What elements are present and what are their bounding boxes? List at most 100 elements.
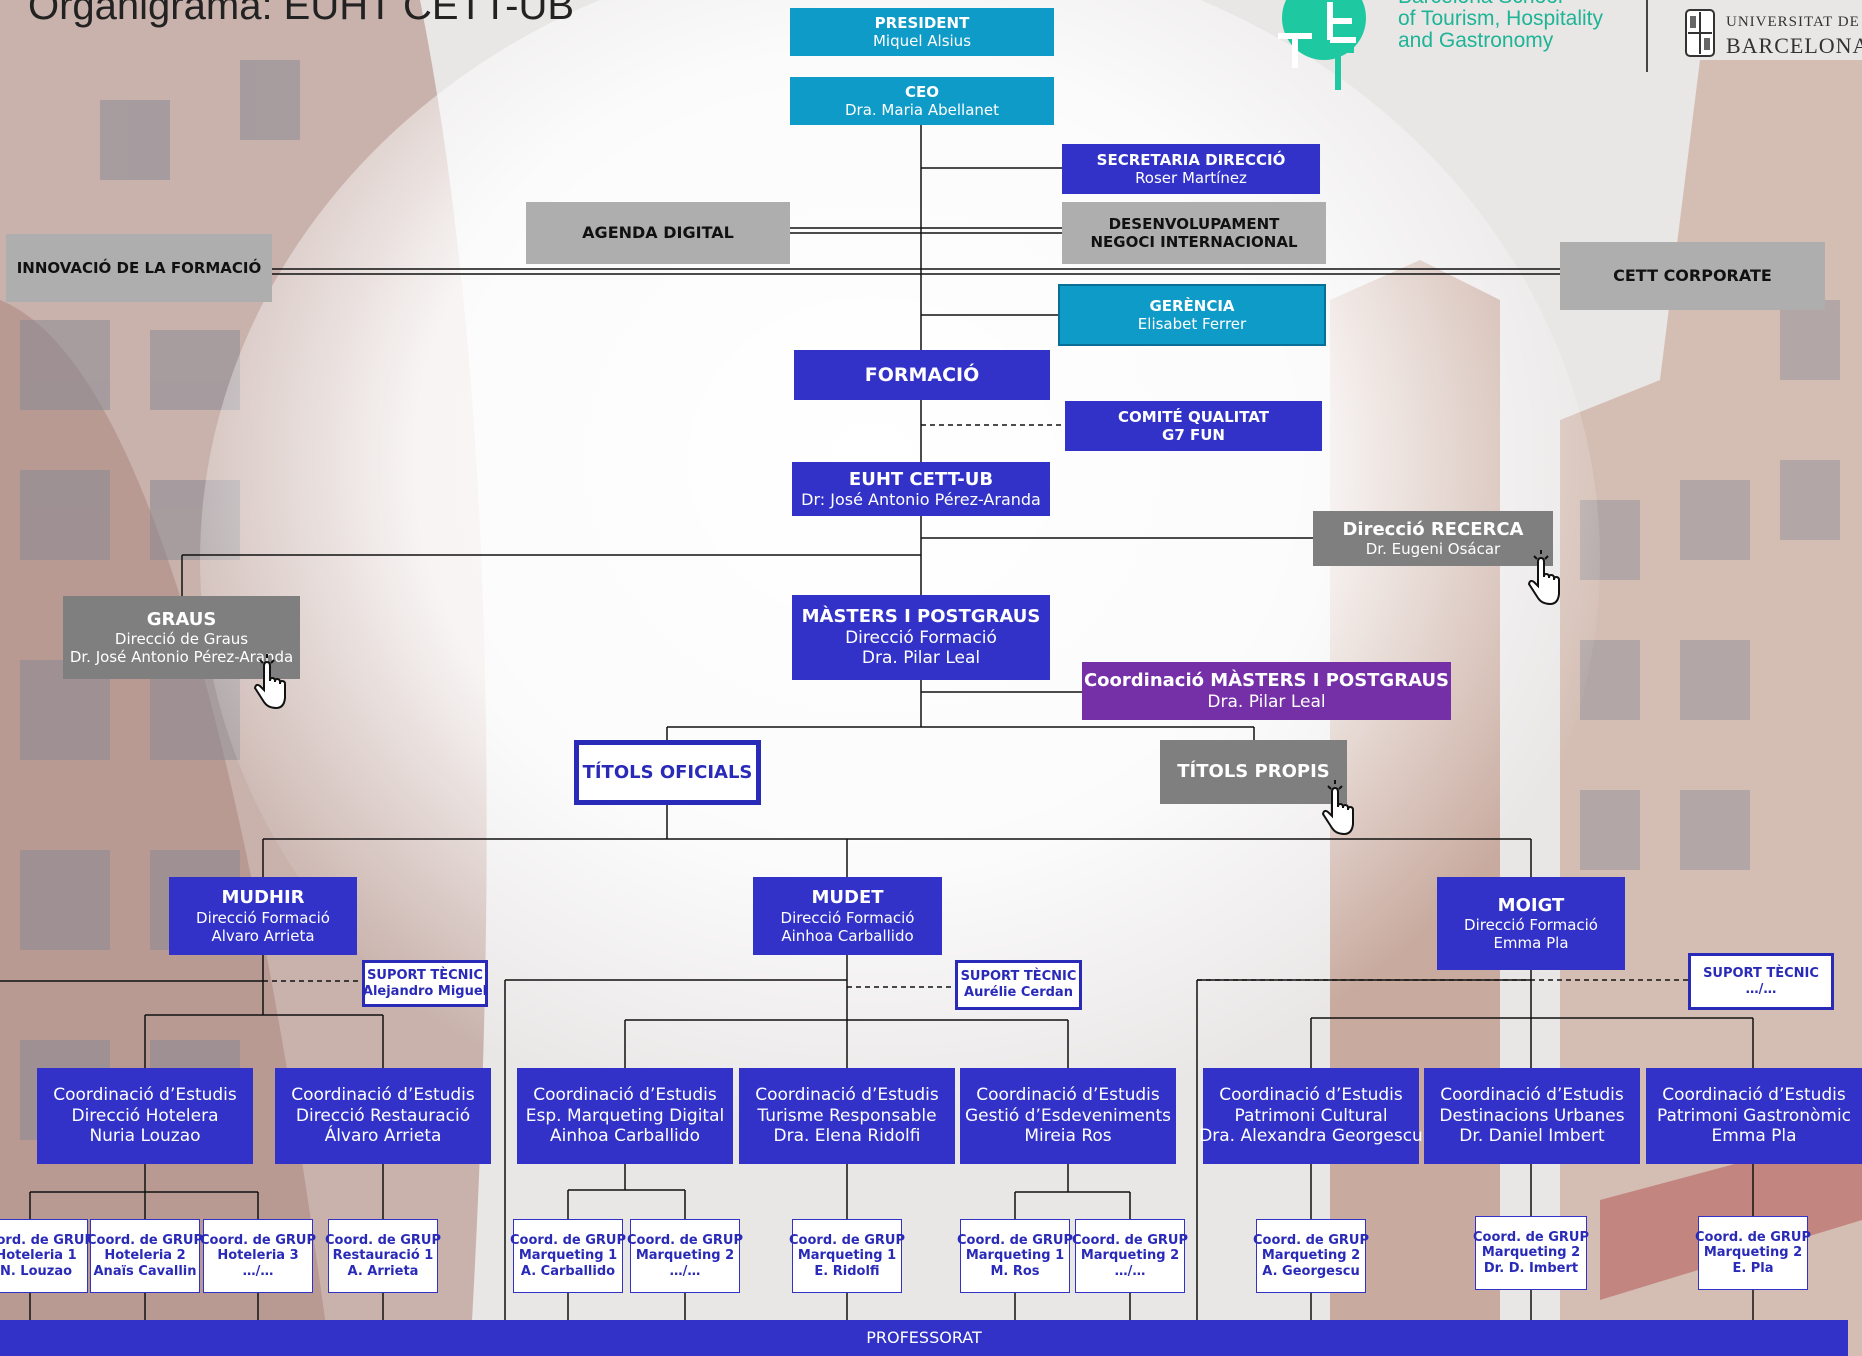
mudhir-title: MUDHIR <box>221 887 305 909</box>
coord-grup-subject: Marqueting 1 <box>797 1248 897 1264</box>
coord-estudis-label: Coordinació d’Estudis <box>533 1085 717 1106</box>
coord-grup-marqueting-2-mudet[interactable]: Coord. de GRUP Marqueting 2 …/… <box>627 1219 743 1293</box>
suport-tecnic-moigt[interactable]: SUPORT TÈCNIC …/… <box>1688 953 1834 1010</box>
moigt-box[interactable]: MOIGT Direcció Formació Emma Pla <box>1437 877 1625 970</box>
coord-grup-marqueting-2-imbert[interactable]: Coord. de GRUP Marqueting 2 Dr. D. Imber… <box>1473 1216 1589 1290</box>
suport-tecnic-mudet[interactable]: SUPORT TÈCNIC Aurélie Cerdan <box>955 960 1082 1010</box>
hand-pointer-icon[interactable] <box>1320 778 1356 838</box>
coord-estudis-name: Mireia Ros <box>1024 1126 1112 1147</box>
coord-grup-marqueting-1-ridolfi[interactable]: Coord. de GRUP Marqueting 1 E. Ridolfi <box>789 1219 905 1293</box>
coord-estudis-name: Nuria Louzao <box>89 1126 201 1147</box>
coord-estudis-turisme-responsable[interactable]: Coordinació d’Estudis Turisme Responsabl… <box>739 1068 955 1164</box>
gerencia-title: GERÈNCIA <box>1149 297 1235 315</box>
mudet-box[interactable]: MUDET Direcció Formació Ainhoa Carballid… <box>753 877 942 955</box>
moigt-subtitle: Direcció Formació <box>1464 916 1598 935</box>
coord-estudis-marqueting-digital[interactable]: Coordinació d’Estudis Esp. Marqueting Di… <box>517 1068 733 1164</box>
innovacio-box[interactable]: INNOVACIÓ DE LA FORMACIÓ <box>6 234 272 302</box>
coord-grup-subject: Hoteleria 1 <box>0 1248 77 1264</box>
coord-grup-label: Coord. de GRUP <box>789 1232 905 1248</box>
comite-qualitat-box[interactable]: COMITÉ QUALITAT G7 FUN <box>1065 401 1322 451</box>
coord-grup-subject: Marqueting 1 <box>965 1248 1065 1264</box>
masters-box[interactable]: MÀSTERS I POSTGRAUS Direcció Formació Dr… <box>792 595 1050 680</box>
suport-1-title: SUPORT TÈCNIC <box>367 967 483 983</box>
titols-propis-box[interactable]: TÍTOLS PROPIS <box>1160 740 1347 804</box>
graus-name: Dr. José Antonio Pérez-Aranda <box>69 648 294 667</box>
gerencia-box[interactable]: GERÈNCIA Elisabet Ferrer <box>1058 284 1326 346</box>
president-title: PRESIDENT <box>874 14 970 32</box>
suport-2-name: Aurélie Cerdan <box>964 985 1073 1000</box>
ceo-title: CEO <box>904 83 939 101</box>
coord-grup-label: Coord. de GRUP <box>1072 1232 1188 1248</box>
graus-box[interactable]: GRAUS Direcció de Graus Dr. José Antonio… <box>63 596 300 679</box>
coord-grup-marqueting-2-pla[interactable]: Coord. de GRUP Marqueting 2 E. Pla <box>1695 1216 1811 1290</box>
coord-estudis-label: Coordinació d’Estudis <box>1440 1085 1624 1106</box>
coord-grup-subject: Marqueting 2 <box>635 1248 735 1264</box>
coord-grup-hoteleria-1[interactable]: Coord. de GRUP Hoteleria 1 N. Louzao <box>0 1219 94 1293</box>
comite-line-1: COMITÉ QUALITAT <box>1118 408 1269 426</box>
coord-grup-hoteleria-3[interactable]: Coord. de GRUP Hoteleria 3 …/… <box>200 1219 316 1293</box>
coord-grup-name: E. Pla <box>1732 1260 1774 1276</box>
coord-estudis-destinacions-urbanes[interactable]: Coordinació d’Estudis Destinacions Urban… <box>1424 1068 1640 1164</box>
suport-tecnic-mudhir[interactable]: SUPORT TÈCNIC Alejandro Miguel <box>362 960 488 1007</box>
page-title: Organigrama: EUHT CETT-UB <box>28 0 575 28</box>
suport-1-name: Alejandro Miguel <box>362 983 488 999</box>
euht-name: Dr: José Antonio Pérez-Aranda <box>801 490 1041 510</box>
coord-grup-name: Dr. D. Imbert <box>1483 1260 1579 1276</box>
recerca-box[interactable]: Direcció RECERCA Dr. Eugeni Osácar <box>1313 511 1553 566</box>
logo-line-1: Barcelona School <box>1398 0 1603 8</box>
desenvolupament-box[interactable]: DESENVOLUPAMENT NEGOCI INTERNACIONAL <box>1062 202 1326 264</box>
coord-grup-subject: Hoteleria 2 <box>104 1248 186 1264</box>
coord-estudis-program: Patrimoni Cultural <box>1234 1105 1388 1126</box>
coord-grup-name: N. Louzao <box>0 1263 73 1279</box>
euht-title: EUHT CETT-UB <box>848 468 994 490</box>
agenda-digital-box[interactable]: AGENDA DIGITAL <box>526 202 790 264</box>
coord-grup-label: Coord. de GRUP <box>325 1232 441 1248</box>
coord-grup-name: Anaïs Cavallin <box>93 1263 197 1279</box>
coord-estudis-direccio-hotelera[interactable]: Coordinació d’Estudis Direcció Hotelera … <box>37 1068 253 1164</box>
coord-grup-name: A. Arrieta <box>347 1263 419 1279</box>
coord-estudis-label: Coordinació d’Estudis <box>1662 1085 1846 1106</box>
euht-box[interactable]: EUHT CETT-UB Dr: José Antonio Pérez-Aran… <box>792 462 1050 516</box>
hand-pointer-icon[interactable] <box>1526 548 1562 608</box>
mudhir-box[interactable]: MUDHIR Direcció Formació Alvaro Arrieta <box>169 877 357 955</box>
titols-oficials-box[interactable]: TÍTOLS OFICIALS <box>574 740 761 805</box>
comite-line-2: G7 FUN <box>1162 426 1225 444</box>
secretaria-box[interactable]: SECRETARIA DIRECCIÓ Roser Martínez <box>1062 144 1320 194</box>
coord-grup-marqueting-2-georgescu[interactable]: Coord. de GRUP Marqueting 2 A. Georgescu <box>1253 1219 1369 1293</box>
mudhir-name: Alvaro Arrieta <box>211 926 315 945</box>
coord-grup-label: Coord. de GRUP <box>1695 1229 1811 1245</box>
formacio-box[interactable]: FORMACIÓ <box>794 350 1050 400</box>
coord-estudis-name: Emma Pla <box>1711 1126 1797 1147</box>
masters-subtitle: Direcció Formació <box>845 627 997 648</box>
professorat-bar[interactable]: PROFESSORAT <box>0 1320 1848 1356</box>
hand-pointer-icon[interactable] <box>252 652 288 712</box>
logo-divider <box>1646 0 1648 72</box>
formacio-title: FORMACIÓ <box>864 363 980 386</box>
coord-grup-hoteleria-2[interactable]: Coord. de GRUP Hoteleria 2 Anaïs Cavalli… <box>87 1219 203 1293</box>
secretaria-title: SECRETARIA DIRECCIÓ <box>1096 151 1286 169</box>
coord-estudis-name: Álvaro Arrieta <box>324 1126 442 1147</box>
coord-estudis-direccio-restauracio[interactable]: Coordinació d’Estudis Direcció Restaurac… <box>275 1068 491 1164</box>
coord-estudis-program: Esp. Marqueting Digital <box>525 1105 725 1126</box>
coord-estudis-gestio-esdeveniments[interactable]: Coordinació d’Estudis Gestió d’Esdevenim… <box>960 1068 1176 1164</box>
coord-grup-marqueting-1-ros[interactable]: Coord. de GRUP Marqueting 1 M. Ros <box>957 1219 1073 1293</box>
coord-masters-box[interactable]: Coordinació MÀSTERS I POSTGRAUS Dra. Pil… <box>1082 662 1451 720</box>
university-line-1: UNIVERSITAT DE <box>1726 14 1860 30</box>
cett-corporate-box[interactable]: CETT CORPORATE <box>1560 242 1825 310</box>
coord-estudis-patrimoni-gastronomic[interactable]: Coordinació d’Estudis Patrimoni Gastronò… <box>1646 1068 1862 1164</box>
coord-estudis-label: Coordinació d’Estudis <box>755 1085 939 1106</box>
coord-grup-marqueting-1-carballido[interactable]: Coord. de GRUP Marqueting 1 A. Carballid… <box>510 1219 626 1293</box>
coord-grup-label: Coord. de GRUP <box>1473 1229 1589 1245</box>
president-box[interactable]: PRESIDENT Miquel Alsius <box>790 8 1054 56</box>
coord-grup-marqueting-2-mudet-b[interactable]: Coord. de GRUP Marqueting 2 …/… <box>1072 1219 1188 1293</box>
ceo-box[interactable]: CEO Dra. Maria Abellanet <box>790 77 1054 125</box>
coord-estudis-patrimoni-cultural[interactable]: Coordinació d’Estudis Patrimoni Cultural… <box>1199 1068 1423 1164</box>
coord-grup-restauracio-1[interactable]: Coord. de GRUP Restauració 1 A. Arrieta <box>325 1219 441 1293</box>
university-crest-icon <box>1685 9 1715 57</box>
desenvolupament-line-1: DESENVOLUPAMENT <box>1108 215 1280 233</box>
coord-estudis-program: Direcció Hotelera <box>71 1105 219 1126</box>
coord-grup-label: Coord. de GRUP <box>627 1232 743 1248</box>
suport-3-title: SUPORT TÈCNIC <box>1703 965 1819 981</box>
moigt-name: Emma Pla <box>1493 934 1569 953</box>
coord-grup-subject: Marqueting 2 <box>1080 1248 1180 1264</box>
